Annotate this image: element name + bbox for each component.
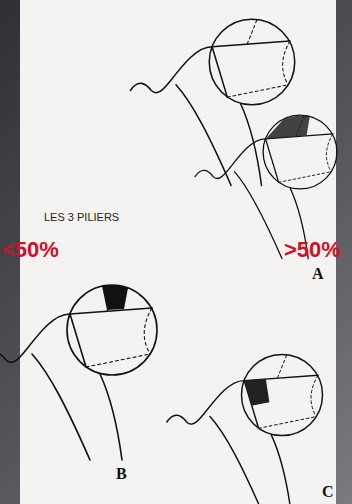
percentage-label: <50% <box>2 239 59 261</box>
figure-letter: A <box>312 266 324 282</box>
percentage-label: >50% <box>284 239 341 261</box>
figure-title: LES 3 PILIERS <box>44 212 119 223</box>
figure-letter: B <box>116 466 127 482</box>
figure-letter: C <box>322 484 334 500</box>
